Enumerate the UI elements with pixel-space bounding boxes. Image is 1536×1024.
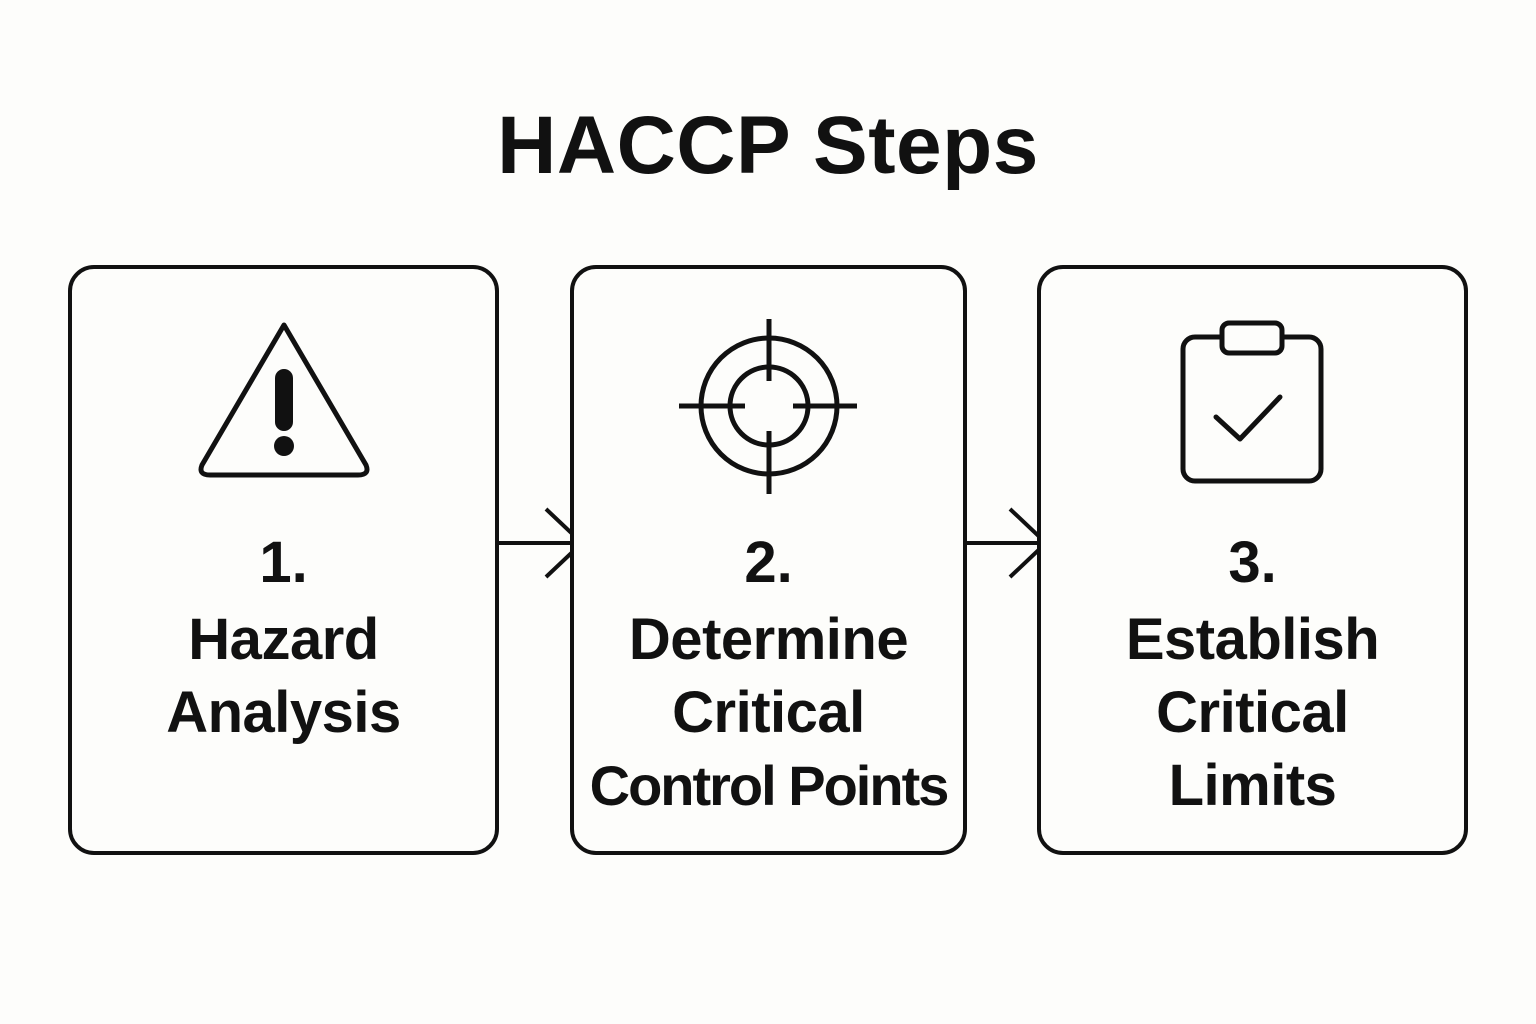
crosshair-target-icon [678, 319, 857, 494]
step-number: 1. [259, 530, 308, 595]
step-box-hazard-analysis: 1. Hazard Analysis [68, 265, 499, 855]
step-label-line: Hazard [188, 607, 379, 672]
step-label-line: Critical [1156, 680, 1349, 745]
step-label-line: Limits [1168, 753, 1337, 818]
step-label: Hazard Analysis [72, 603, 495, 749]
diagram-title: HACCP Steps [497, 100, 1039, 191]
step-icon-container [574, 269, 963, 519]
step-number: 3. [1228, 530, 1277, 595]
warning-triangle-icon [198, 322, 369, 478]
step-icon-container [72, 269, 495, 519]
step-icon-container [1041, 269, 1464, 519]
step-number: 2. [744, 530, 793, 595]
step-label-line: Determine [628, 607, 909, 672]
step-label-line: Control Points [589, 754, 950, 817]
step-label: Determine Critical Control Points [574, 603, 963, 822]
clipboard-check-icon [1180, 320, 1323, 484]
step-label-line: Critical [672, 680, 865, 745]
step-label-line: Analysis [166, 680, 401, 745]
step-label-line: Establish [1125, 607, 1380, 672]
step-label: Establish Critical Limits [1041, 603, 1464, 822]
step-box-establish-limits: 3. Establish Critical Limits [1037, 265, 1468, 855]
step-box-determine-ccp: 2. Determine Critical Control Points [570, 265, 967, 855]
